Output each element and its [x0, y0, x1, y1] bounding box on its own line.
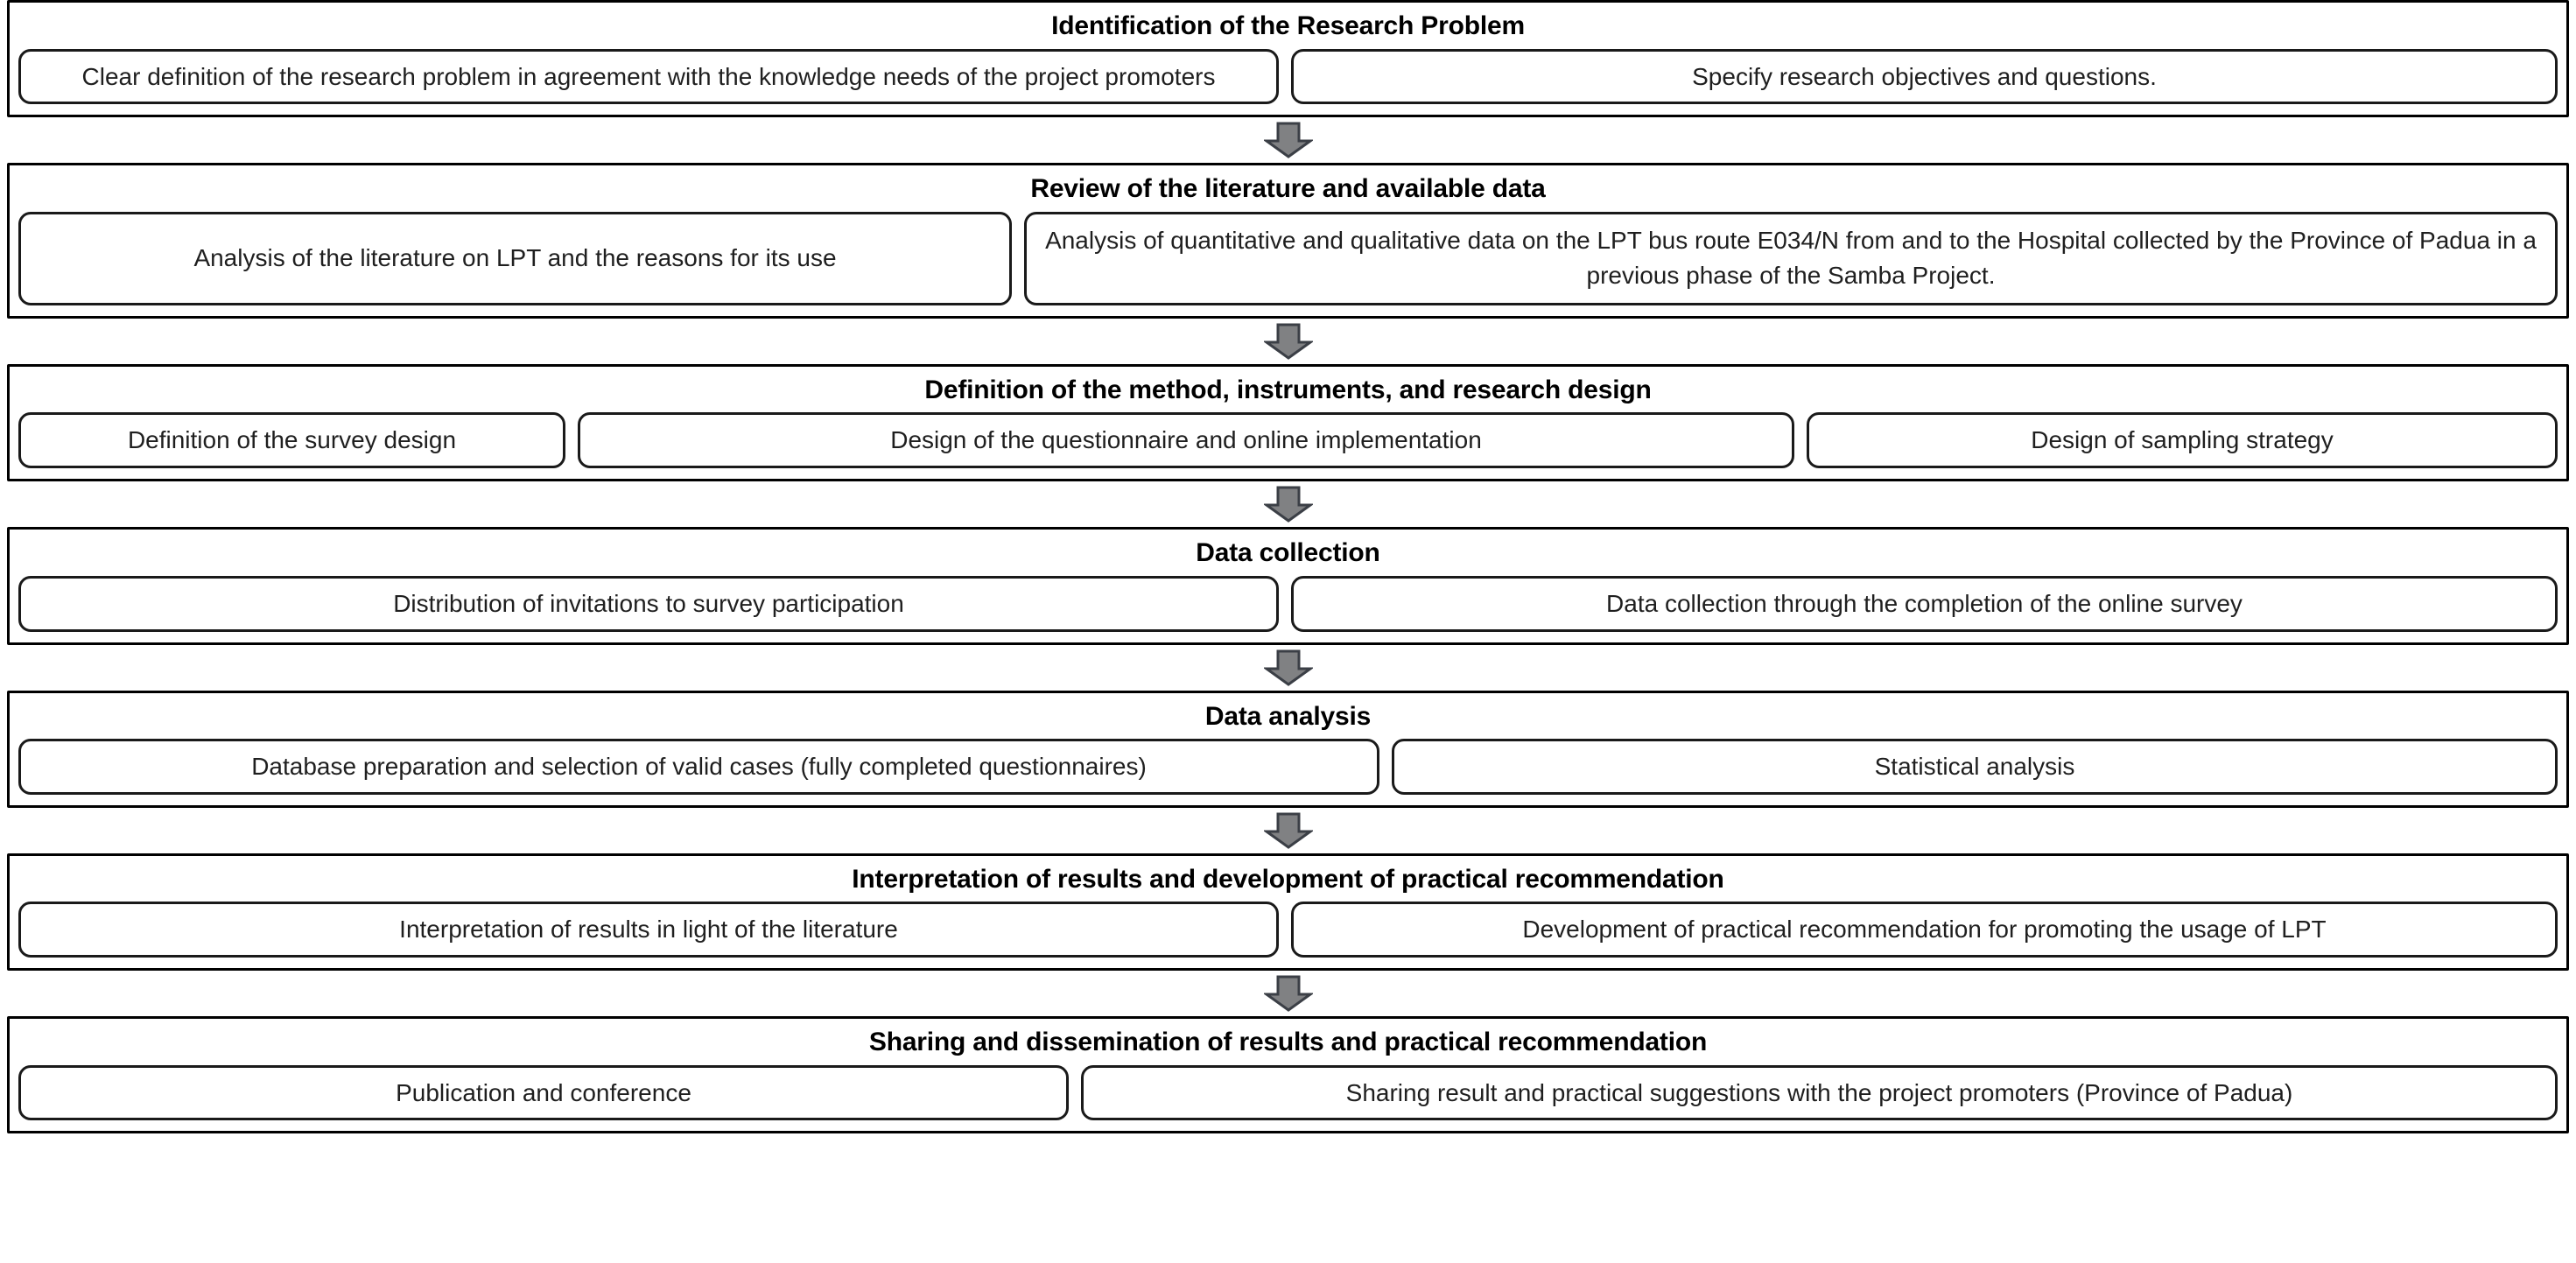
arrow-down-icon: [1263, 486, 1313, 523]
connector-1: [0, 117, 2576, 163]
connector-3: [0, 481, 2576, 527]
arrow-down-icon: [1263, 812, 1313, 849]
stage-sharing-and-dissemination: Sharing and dissemination of results and…: [7, 1016, 2569, 1134]
stage-title: Sharing and dissemination of results and…: [868, 1028, 1708, 1057]
arrow-down-icon: [1263, 975, 1313, 1013]
connector-6: [0, 971, 2576, 1016]
stage-identification-of-research-problem: Identification of the Research Problem C…: [7, 0, 2569, 118]
arrow-down-icon: [1263, 649, 1313, 686]
stage-title: Review of the literature and available d…: [1030, 174, 1546, 204]
stage-box-row: Definition of the survey design Design o…: [18, 412, 2558, 469]
stage-box-row: Publication and conference Sharing resul…: [18, 1064, 2558, 1121]
stage-box-row: Interpretation of results in light of th…: [18, 902, 2558, 958]
task-box[interactable]: Interpretation of results in light of th…: [18, 902, 1279, 958]
task-box[interactable]: Definition of the survey design: [18, 412, 565, 469]
task-box[interactable]: Specify research objectives and question…: [1291, 48, 2558, 105]
task-box[interactable]: Sharing result and practical suggestions…: [1081, 1064, 2558, 1121]
stage-box-row: Clear definition of the research problem…: [18, 48, 2558, 105]
task-box[interactable]: Development of practical recommendation …: [1291, 902, 2558, 958]
stage-box-row: Database preparation and selection of va…: [18, 739, 2558, 795]
stage-title: Data collection: [1196, 538, 1380, 568]
task-box[interactable]: Publication and conference: [18, 1064, 1069, 1121]
arrow-down-icon: [1263, 122, 1313, 159]
stage-data-analysis: Data analysis Database preparation and s…: [7, 690, 2569, 808]
stage-box-row: Analysis of the literature on LPT and th…: [18, 211, 2558, 305]
task-box[interactable]: Analysis of quantitative and qualitative…: [1024, 211, 2558, 305]
task-box[interactable]: Design of sampling strategy: [1807, 412, 2558, 469]
stage-title: Data analysis: [1204, 701, 1372, 731]
arrow-down-icon: [1263, 323, 1313, 360]
stage-review-of-literature: Review of the literature and available d…: [7, 163, 2569, 319]
task-box[interactable]: Distribution of invitations to survey pa…: [18, 575, 1279, 632]
connector-5: [0, 808, 2576, 853]
stage-title: Identification of the Research Problem: [1051, 11, 1525, 40]
task-box[interactable]: Clear definition of the research problem…: [18, 48, 1279, 105]
connector-2: [0, 319, 2576, 364]
task-box[interactable]: Statistical analysis: [1392, 739, 2558, 795]
stage-definition-of-method: Definition of the method, instruments, a…: [7, 363, 2569, 482]
task-box[interactable]: Analysis of the literature on LPT and th…: [18, 211, 1012, 305]
stage-data-collection: Data collection Distribution of invitati…: [7, 527, 2569, 645]
stage-title: Definition of the method, instruments, a…: [924, 375, 1652, 404]
connector-4: [0, 645, 2576, 691]
stage-box-row: Distribution of invitations to survey pa…: [18, 575, 2558, 632]
stage-interpretation-of-results: Interpretation of results and developmen…: [7, 853, 2569, 972]
task-box[interactable]: Design of the questionnaire and online i…: [578, 412, 1794, 469]
stage-title: Interpretation of results and developmen…: [852, 864, 1724, 894]
task-box[interactable]: Data collection through the completion o…: [1291, 575, 2558, 632]
task-box[interactable]: Database preparation and selection of va…: [18, 739, 1379, 795]
